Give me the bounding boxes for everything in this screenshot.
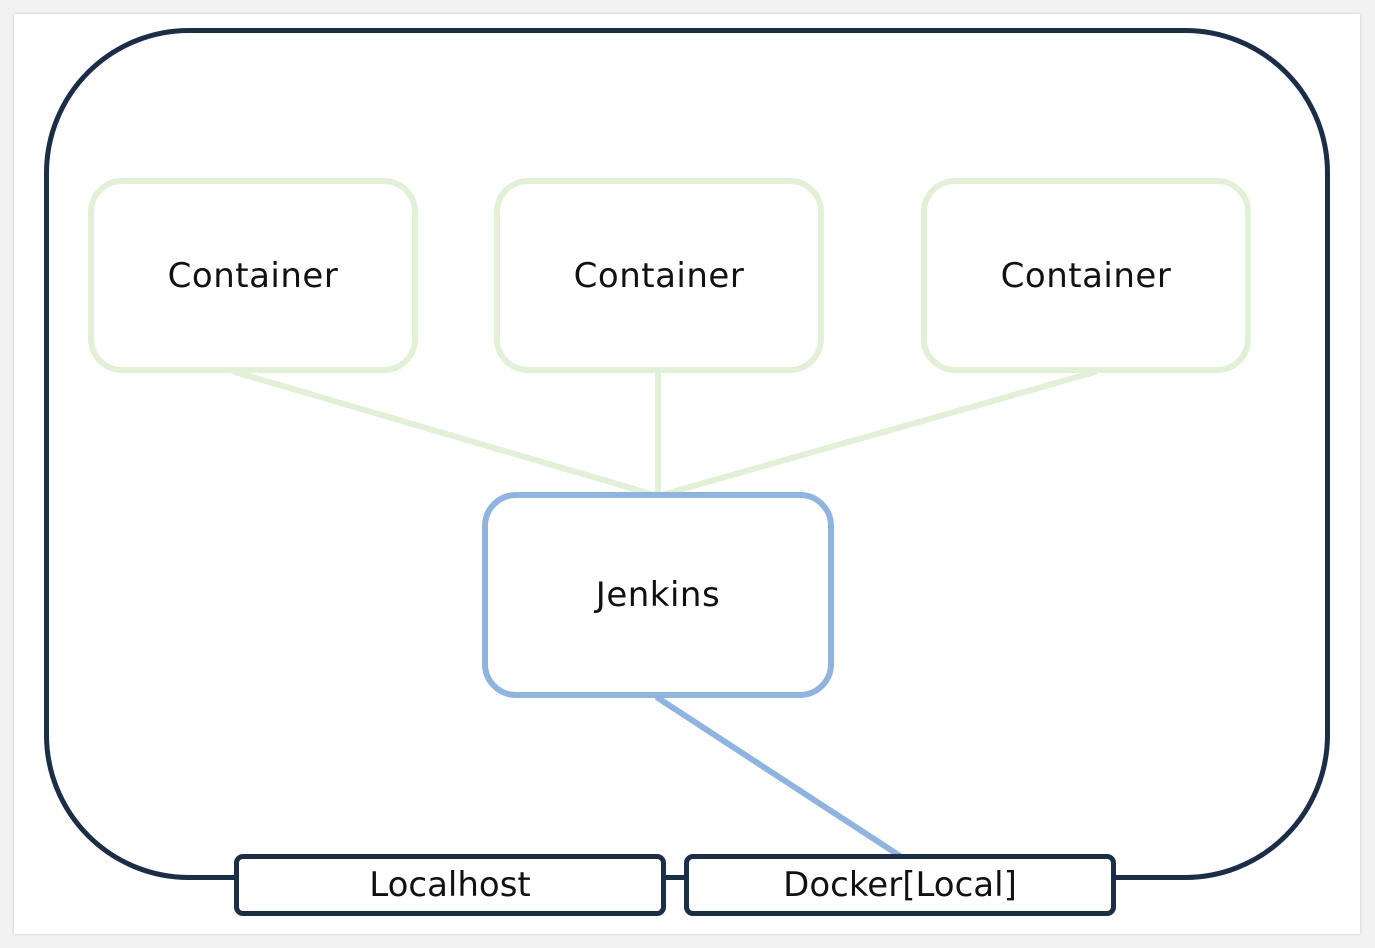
jenkins-node: Jenkins — [482, 492, 834, 698]
container-node-3: Container — [921, 178, 1251, 373]
link-container-3-jenkins — [655, 369, 1098, 499]
link-container-1-jenkins — [232, 369, 661, 499]
docker-local-tab: Docker[Local] — [684, 854, 1116, 916]
docker-local-label: Docker[Local] — [783, 865, 1017, 905]
localhost-tab: Localhost — [234, 854, 666, 916]
container-node-2: Container — [494, 178, 824, 373]
container-label: Container — [1000, 255, 1172, 296]
container-label: Container — [167, 255, 339, 296]
localhost-label: Localhost — [369, 865, 531, 905]
link-jenkins-docker — [655, 695, 903, 859]
jenkins-label: Jenkins — [595, 575, 721, 615]
container-node-1: Container — [88, 178, 418, 373]
container-label: Container — [573, 255, 745, 296]
diagram-card — [14, 14, 1360, 934]
